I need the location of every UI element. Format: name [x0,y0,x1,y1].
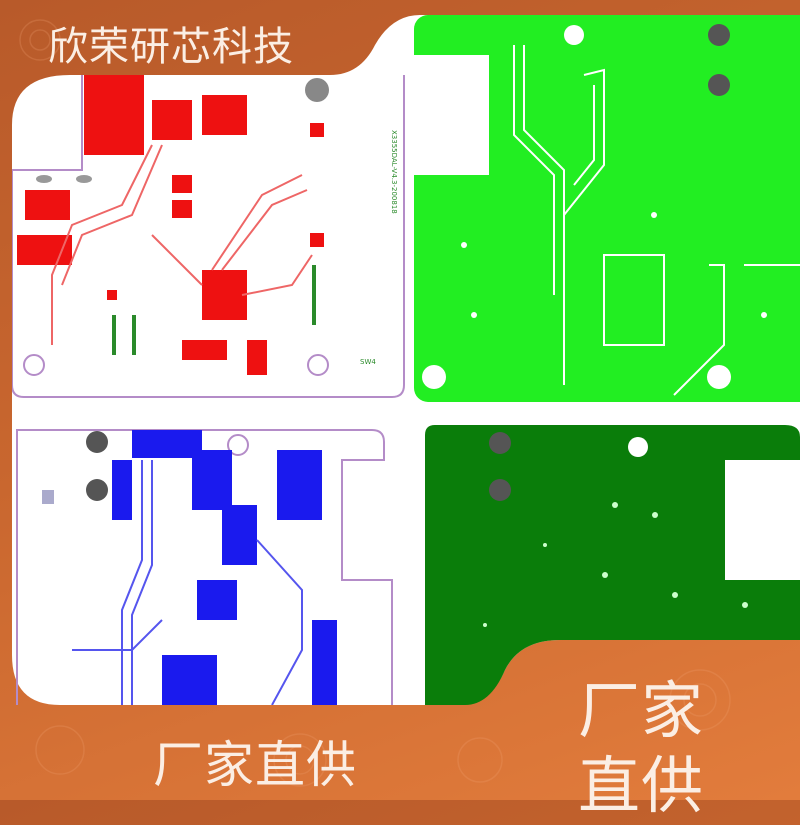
pcb-light-green-layer [414,15,800,402]
pcb-dark-green-layer [425,425,800,705]
red-board-silkscreen-label: X3355DAL-V4.3-200818 [390,130,398,214]
pcb-blue-layer [12,420,412,705]
company-name: 欣荣研芯科技 [48,24,294,70]
red-board-part-label: SW4 [360,358,376,366]
pcb-red-top-layer: X3355DAL-V4.3-200818 SW4 [12,75,412,405]
slogan-factory-direct: 厂家直供 [153,736,357,794]
slogan-right-line1: 厂家 [578,674,705,747]
slogan-right-line2: 直供 [578,749,705,822]
